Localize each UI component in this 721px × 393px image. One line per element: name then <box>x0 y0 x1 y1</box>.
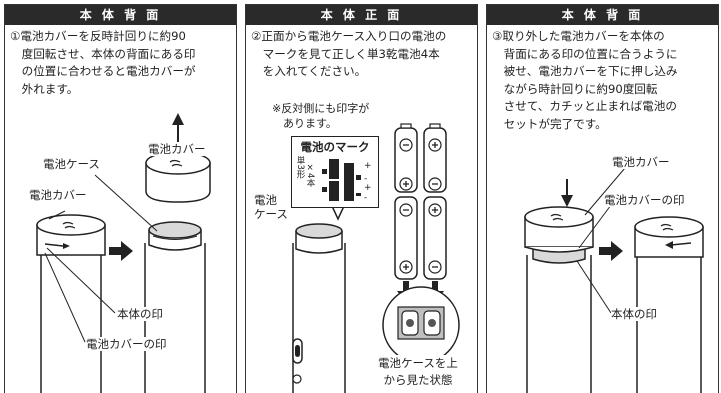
battery-mark-title: 電池のマーク <box>300 140 370 154</box>
label-cover-mark: 電池カバーの印 <box>604 193 685 207</box>
label-body-mark: 本体の印 <box>117 307 163 321</box>
panel-header: 本 体 正 面 <box>246 5 477 25</box>
label-battery-case: 電池ケース <box>43 157 100 171</box>
panel-header: 本 体 背 面 <box>5 5 236 25</box>
step3-illustration <box>524 167 704 393</box>
label-cover: 電池カバー <box>612 155 670 169</box>
mark-size-label: 単3形 <box>295 156 305 179</box>
note-reverse-print: ※反対側にも印字が あります。 <box>272 102 370 130</box>
polarity-icon: + - + - <box>322 159 372 201</box>
step-text: ①電池カバーを反時計回りに約90 度回転させ、本体の背面にある印 の位置に合わせ… <box>10 29 196 96</box>
panel-step1: 本 体 背 面 ①電池カバーを反時計回りに約90 度回転させ、本体の背面にある印… <box>4 4 237 393</box>
label-cover-top: 電池カバー <box>148 142 206 156</box>
step2-illustration <box>292 123 460 393</box>
svg-text:+: + <box>364 161 372 171</box>
step-text: ③取り外した電池カバーを本体の 背面にある印の位置に合うように 被せ、電池カバー… <box>492 29 678 131</box>
svg-text:-: - <box>364 193 367 201</box>
panel-step3: 本 体 背 面 ③取り外した電池カバーを本体の 背面にある印の位置に合うように … <box>486 4 719 393</box>
svg-text:+: + <box>364 183 372 193</box>
label-cover-mark: 電池カバーの印 <box>86 337 167 351</box>
panel-step2: 本 体 正 面 ②正面から電池ケース入り口の電池の マークを見て正しく単3乾電池… <box>245 4 478 393</box>
label-body-mark: 本体の印 <box>611 307 657 321</box>
step1-illustration <box>36 113 211 393</box>
caption-top-view: 電池ケースを上 から見た状態 <box>378 355 458 389</box>
panel-header: 本 体 背 面 <box>487 5 718 25</box>
battery-mark-box: 電池のマーク 単3形 ×4本 + - + - <box>291 136 379 208</box>
svg-text:-: - <box>364 174 367 184</box>
step-text: ②正面から電池ケース入り口の電池の マークを見て正しく単3乾電池4本 を入れてく… <box>251 29 447 78</box>
label-battery-case: 電池 ケース <box>254 193 288 221</box>
label-cover-left: 電池カバー <box>29 188 87 202</box>
mark-count-label: ×4本 <box>305 163 315 187</box>
